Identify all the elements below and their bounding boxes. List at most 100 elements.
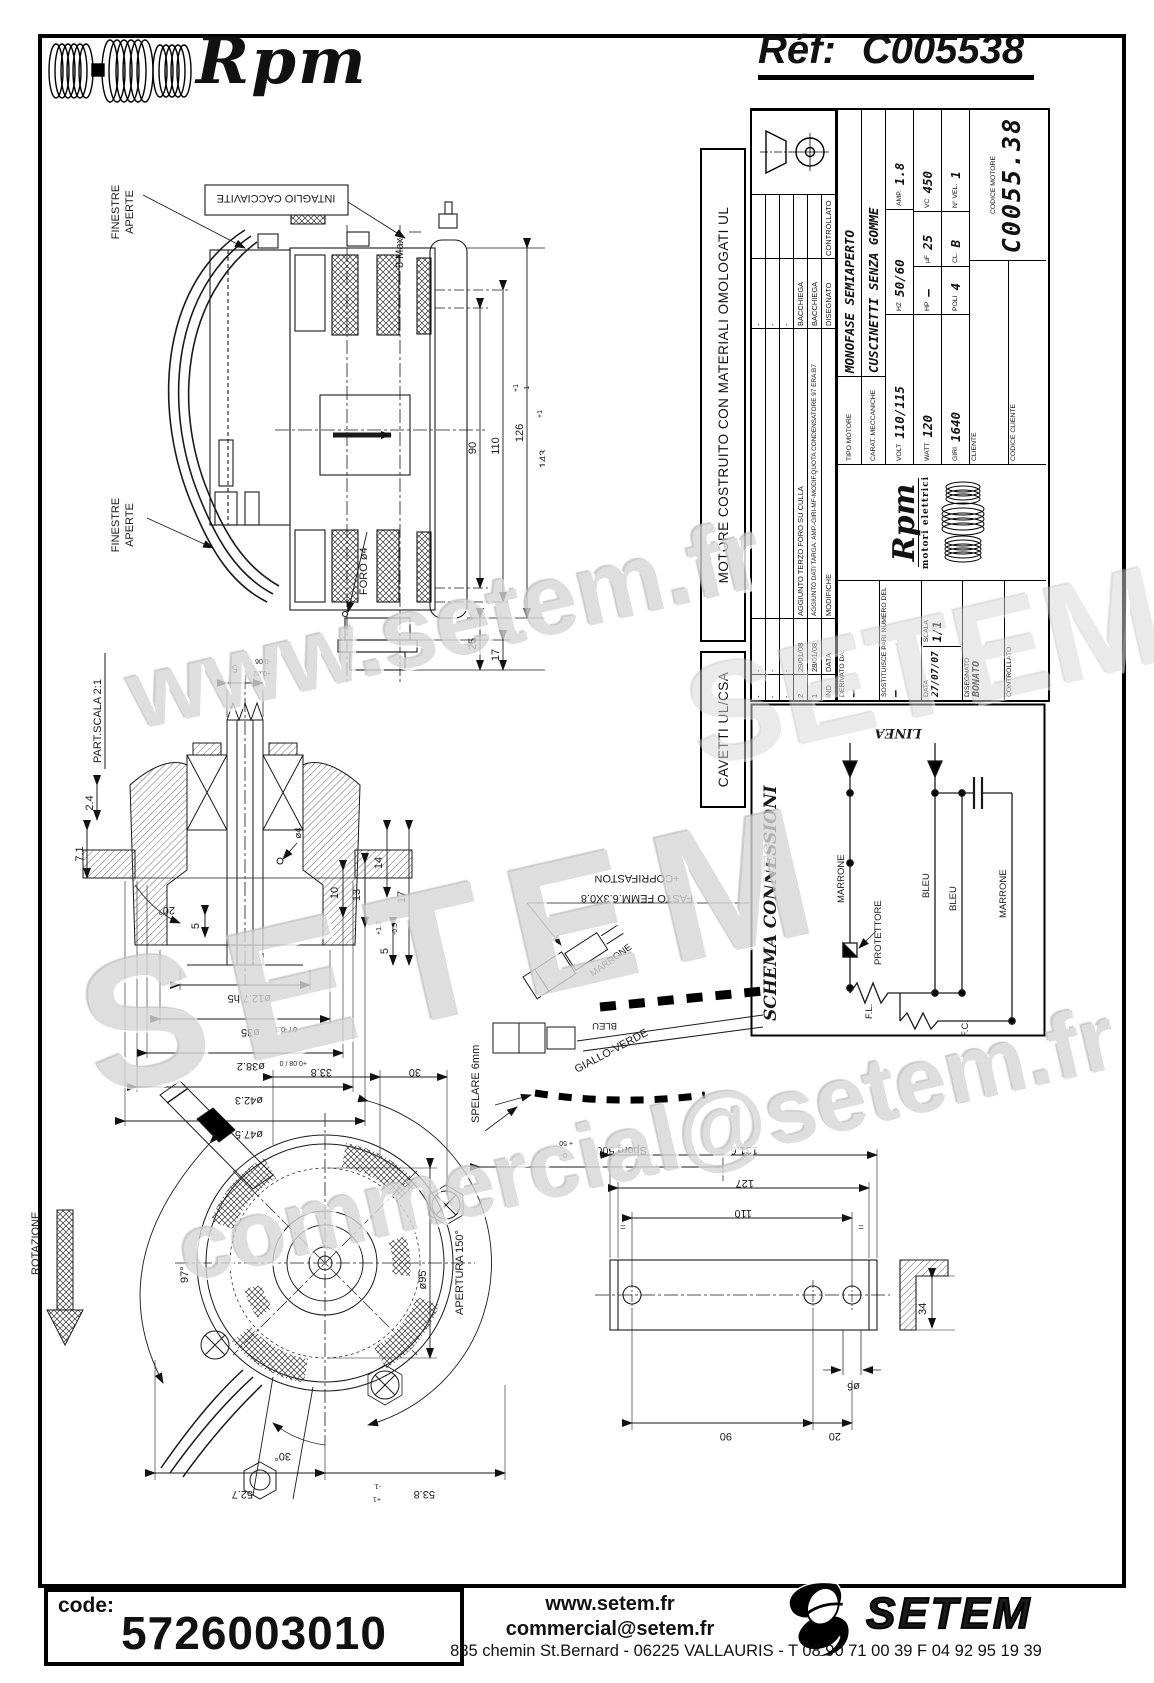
dim-90: 90 <box>467 442 479 454</box>
svg-text:+ 50: + 50 <box>559 1139 573 1146</box>
rpm-mini-coils-icon <box>941 482 984 563</box>
svg-text:ø95: ø95 <box>417 1271 429 1290</box>
rpm-mini-logo: Rpm motori elettrici <box>838 464 1046 580</box>
dim-110: 110 <box>490 437 502 455</box>
svg-text:-1: -1 <box>524 386 531 392</box>
svg-text:PROTETTORE: PROTETTORE <box>873 900 884 965</box>
svg-text:=: = <box>620 1222 626 1233</box>
reference-box: Réf: C005538 <box>758 28 1034 80</box>
svg-text:20°: 20° <box>158 904 175 916</box>
svg-text:14: 14 <box>373 857 385 869</box>
dim-17: 17 <box>490 649 502 661</box>
intaglio-label: INTAGLIO CACCIAVITE <box>217 192 336 204</box>
svg-text:ø42.3: ø42.3 <box>235 1094 263 1106</box>
footer-url: www.setem.fr <box>545 1593 675 1615</box>
max-label: 3 Max. <box>394 235 406 268</box>
svg-text:ø4: ø4 <box>293 827 304 838</box>
svg-text:30: 30 <box>409 1066 421 1078</box>
svg-text:MARRONE: MARRONE <box>998 869 1009 918</box>
dim-25: 25 <box>467 638 479 650</box>
finestre-label-2: FINESTRE <box>110 498 122 552</box>
footer-contacts: www.setem.fr commercial@setem.fr <box>452 1592 768 1642</box>
schema-title: SCHEMA CONNESSIONI <box>761 784 781 1021</box>
svg-text:-1: -1 <box>375 1482 381 1489</box>
svg-text:33.8: 33.8 <box>311 1066 332 1078</box>
svg-text:0 / -0.5: 0 / -0.5 <box>275 1025 297 1032</box>
svg-text:53.8: 53.8 <box>414 1488 435 1500</box>
part-scale-title: PART.SCALA 2:1 <box>92 679 104 763</box>
svg-text:97°: 97° <box>179 1266 191 1283</box>
svg-text:F.L.: F.L. <box>864 1004 875 1019</box>
svg-text:127: 127 <box>736 1177 754 1189</box>
svg-text:-0.06: -0.06 <box>255 657 271 664</box>
svg-text:52.7: 52.7 <box>232 1488 253 1500</box>
svg-text:F.C.: F.C. <box>960 1020 971 1037</box>
spelare-label: SPELARE 6mm <box>470 1045 482 1123</box>
finestre-label-1: FINESTRE <box>110 185 122 239</box>
setem-brand-text: SETEM <box>865 1588 1033 1639</box>
faston-label: FASTO FEMM.6.3X0.8 <box>581 892 693 904</box>
svg-text:ø35: ø35 <box>241 1026 260 1038</box>
svg-text:MARRONE: MARRONE <box>836 854 847 903</box>
cable-detail-drawing: +COPRIFASTON FASTO FEMM.6.3X0.8 MARRONE … <box>470 872 764 1181</box>
motor-side-view-drawing: FINESTRE APERTE FINESTRE APERTE INTAGLIO… <box>110 184 545 685</box>
svg-text:SETEM: SETEM <box>866 1589 1033 1638</box>
rotazione-label: ROTAZIONE <box>30 1212 42 1275</box>
svg-text:ø12.7 h5: ø12.7 h5 <box>228 992 271 1004</box>
rpm-coils-logo-icon <box>48 39 192 103</box>
svg-text:+1: +1 <box>537 410 544 418</box>
svg-text:-0.5: -0.5 <box>392 923 399 935</box>
svg-text:2.4: 2.4 <box>84 795 96 810</box>
page-border <box>38 34 1126 1588</box>
svg-text:BLEU: BLEU <box>948 886 959 911</box>
svg-text:110: 110 <box>734 1207 752 1219</box>
drawing-info-column: DERIVATO DA: — SOSTITUISCE PARI NUMERO D… <box>838 580 1046 700</box>
svg-text:+1: +1 <box>513 384 520 392</box>
motor-code: C0055.38 <box>997 116 1026 254</box>
svg-text:131.6: 131.6 <box>730 1144 758 1156</box>
svg-text:10: 10 <box>329 887 341 899</box>
svg-text:LINEA: LINEA <box>874 725 922 740</box>
rpm-logo-text: Rpm <box>196 24 368 99</box>
revision-table: - - - - - - - <box>752 110 838 700</box>
code-value: 5726003010 <box>121 1607 387 1659</box>
svg-text:20: 20 <box>829 1430 841 1442</box>
svg-text:BLEU: BLEU <box>921 873 932 898</box>
ul-materials-note: MOTORE COSTRUITO CON MATERIALI OMOLOGATI… <box>700 148 746 642</box>
svg-text:7.1: 7.1 <box>75 846 86 861</box>
svg-text:17: 17 <box>396 891 408 903</box>
svg-text:5: 5 <box>379 948 391 954</box>
svg-text:BLEU: BLEU <box>592 1020 617 1031</box>
svg-text:=: = <box>858 1222 864 1233</box>
code-label: code: <box>58 1594 115 1617</box>
section-detail-drawing: PART.SCALA 2:1 5 -0.06 +0.02 2.4 7.1 20°… <box>75 653 413 1140</box>
svg-text:0: 0 <box>563 1151 567 1158</box>
ref-value: C005538 <box>861 28 1025 72</box>
svg-text:+0.08 / 0: +0.08 / 0 <box>279 1059 307 1066</box>
svg-text:ø47.5: ø47.5 <box>235 1128 263 1140</box>
apertura-label: APERTURA 150° <box>454 1230 466 1315</box>
svg-text:+1: +1 <box>373 1495 381 1502</box>
dim-126: 126 <box>514 424 526 442</box>
code-box: code: 5726003010 <box>44 1588 464 1666</box>
svg-text:APERTE: APERTE <box>124 190 136 234</box>
setem-swoosh-icon <box>788 1581 850 1658</box>
svg-text:+COPRIFASTON: +COPRIFASTON <box>594 872 679 884</box>
svg-text:+1.2: +1.2 <box>376 921 383 935</box>
projection-symbol-icon <box>752 110 836 194</box>
ref-label: Réf: <box>758 28 836 72</box>
foro-label: FORO ø4 <box>358 547 370 595</box>
svg-text:ø38.2: ø38.2 <box>237 1060 265 1072</box>
svg-text:+0.02: +0.02 <box>253 669 271 676</box>
svg-text:90: 90 <box>720 1430 732 1442</box>
cavetti-note: CAVETTI UL/CSA <box>700 651 746 808</box>
footer-address: 885 chemin St.Bernard - 06225 VALLAURIS … <box>450 1642 1042 1660</box>
svg-text:5: 5 <box>190 923 202 929</box>
svg-text:ø6: ø6 <box>847 1380 860 1392</box>
svg-text:MARRONE: MARRONE <box>588 942 634 979</box>
fan-front-view-drawing: ROTAZIONE 97° ø95 33.8 30 APERTURA 150° … <box>30 1066 506 1502</box>
bracket-view-drawing: 131.6 127 110 = = ø6 90 20 34 <box>595 1144 955 1442</box>
title-block: - - - - - - - <box>750 108 1050 702</box>
footer-email: commercial@setem.fr <box>505 1618 715 1640</box>
